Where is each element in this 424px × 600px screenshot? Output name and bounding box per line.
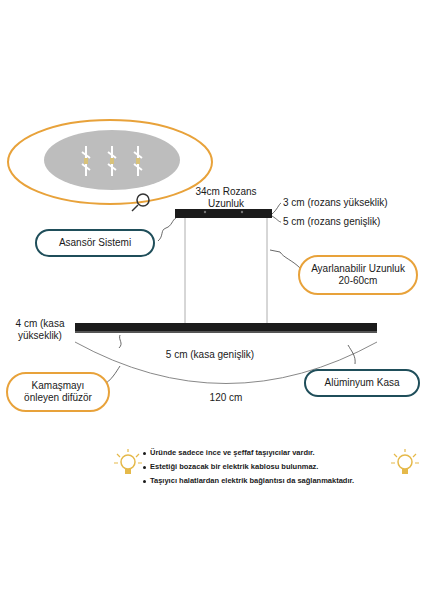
callout-text: Asansör Sistemi: [45, 237, 145, 249]
callout-box: Alüminyum Kasa: [304, 369, 420, 397]
lamp-body: [75, 323, 377, 333]
zoom-detail: [44, 130, 180, 190]
callout-box: Ayarlanabilir Uzunluk 20-60cm: [298, 255, 418, 295]
callout-text: Ayarlanabilir Uzunluk 20-60cm: [308, 263, 408, 287]
dimension-label: 3 cm (rozans yükseklik): [283, 197, 423, 209]
bullet-dot: [143, 480, 146, 483]
callout-box: Kamaşmayı önleyen difüzör: [6, 372, 110, 412]
callout-text: Alüminyum Kasa: [314, 377, 410, 389]
dimension-label: 5 cm (kasa genişlik): [150, 349, 270, 361]
dimension-label: 5 cm (rozans genişlik): [283, 216, 423, 228]
magnifier-icon: [132, 194, 149, 211]
note-text: Estetiği bozacak bir elektrik kablosu bu…: [150, 462, 380, 471]
diffuser: [75, 331, 377, 333]
note-text: Taşıyıcı halatlardan elektrik bağlantısı…: [150, 476, 380, 485]
cable-grippers: [82, 146, 142, 176]
note-text: Üründe sadece ince ve şeffaf taşıyıcılar…: [150, 448, 380, 457]
dimension-label: 4 cm (kasa yükseklik): [2, 318, 78, 342]
suspension-wires: [185, 218, 267, 323]
gripper-tips: [84, 158, 140, 164]
bullet-dot: [143, 466, 146, 469]
dimension-label: 120 cm: [196, 392, 256, 404]
zoom-outline: [8, 120, 212, 204]
callout-text: Kamaşmayı önleyen difüzör: [16, 380, 100, 404]
canopy: [175, 209, 272, 218]
dimension-label: 34cm Rozans Uzunluk: [176, 186, 276, 210]
bulb-icon: [114, 449, 419, 474]
callout-box: Asansör Sistemi: [35, 229, 155, 257]
bullet-dot: [143, 452, 146, 455]
